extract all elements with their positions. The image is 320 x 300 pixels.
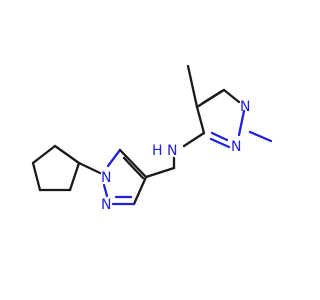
- atom-h-amine: H: [152, 143, 163, 159]
- bond: [237, 109, 246, 137]
- bond-double-inner: [122, 156, 145, 180]
- bond: [106, 148, 122, 168]
- pyrazole-ring-lower: [102, 148, 148, 206]
- bond-methyl-c4: [186, 64, 199, 109]
- bond: [102, 183, 109, 198]
- bond-ch2: [144, 166, 176, 179]
- bond: [31, 161, 42, 192]
- molecule-drawing: N N N H N N: [31, 64, 273, 213]
- bond-cyclopentyl-n: [77, 161, 102, 175]
- bond-double-inner: [201, 89, 224, 105]
- pyrazole-ring-upper: [195, 88, 246, 149]
- structure-diagram: N N N H N N: [31, 64, 273, 213]
- cyclopentyl-ring: [31, 144, 81, 192]
- atom-n-amine: N: [167, 143, 177, 159]
- atom-n2-pyrazole-upper: N: [231, 139, 241, 155]
- bond: [222, 88, 241, 104]
- atom-n1-pyrazole-upper: N: [240, 99, 250, 115]
- bond: [68, 161, 81, 192]
- bond: [31, 144, 57, 165]
- bond: [118, 148, 148, 179]
- bond-nh-ring: [182, 131, 206, 148]
- bond: [209, 137, 231, 149]
- atom-n2-pyrazole-lower: N: [101, 197, 111, 213]
- bond: [53, 144, 81, 165]
- bond: [132, 175, 148, 206]
- bond-methyl-n1: [248, 130, 273, 143]
- bond-double-inner: [210, 131, 229, 142]
- bond: [195, 105, 206, 135]
- atom-n1-pyrazole-lower: N: [101, 170, 111, 186]
